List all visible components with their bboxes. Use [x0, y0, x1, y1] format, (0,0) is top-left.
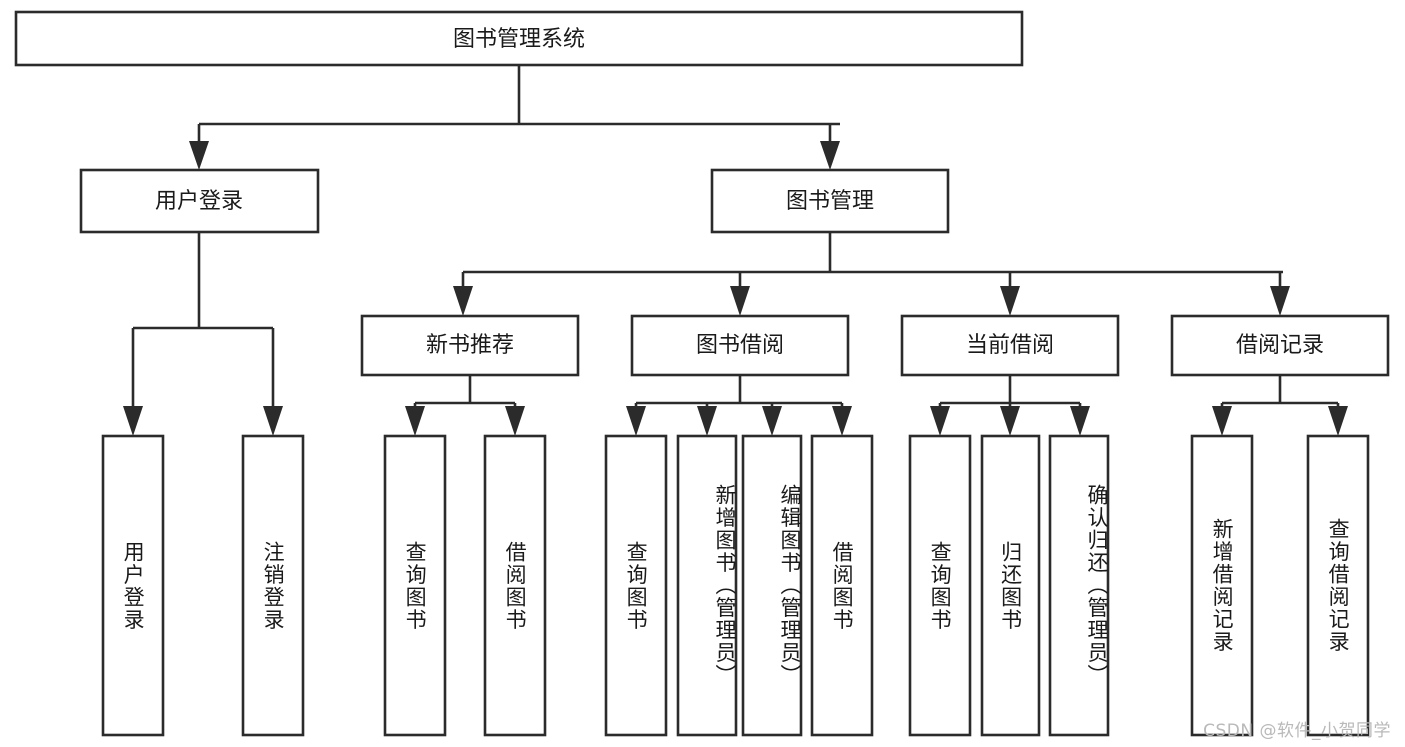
- leaf-box-cb-2[interactable]: [980, 434, 1041, 737]
- arrow-head-bb-leaf-4: [832, 406, 852, 436]
- leaf-box-nbr-2[interactable]: [483, 434, 547, 737]
- arrow-head-user-login: [189, 141, 209, 170]
- connectors-root-to-level2: [189, 65, 840, 170]
- arrow-head-current-borrow: [1000, 286, 1020, 316]
- leaf-boxes-new-book-recommend: [383, 434, 547, 737]
- leaf-box-br-2[interactable]: [1306, 434, 1370, 737]
- node-book-manage[interactable]: 图书管理: [710, 168, 950, 234]
- node-book-manage-label: 图书管理: [786, 189, 874, 214]
- leaf-boxes-book-borrow: [604, 434, 874, 737]
- arrow-head-bb-leaf-3: [762, 406, 782, 436]
- arrow-head-borrow-record: [1270, 286, 1290, 316]
- arrow-head-nbr-leaf-1: [405, 406, 425, 436]
- arrow-head-leaf-user-login: [123, 406, 143, 436]
- node-current-borrow[interactable]: 当前借阅: [900, 314, 1120, 377]
- node-book-borrow-box[interactable]: [630, 314, 850, 377]
- leaf-box-br-1[interactable]: [1190, 434, 1254, 737]
- arrow-head-nbr-leaf-2: [505, 406, 525, 436]
- leaf-box-bb-4[interactable]: [810, 434, 874, 737]
- leaf-box-nbr-1[interactable]: [383, 434, 447, 737]
- arrow-head-br-leaf-2: [1328, 406, 1348, 436]
- node-user-login[interactable]: 用户登录: [79, 168, 320, 234]
- arrow-head-book-manage: [820, 141, 840, 170]
- node-borrow-record-box[interactable]: [1170, 314, 1390, 377]
- leaf-box-bb-3[interactable]: [741, 434, 803, 737]
- arrow-head-br-leaf-1: [1212, 406, 1232, 436]
- node-book-manage-box[interactable]: [710, 168, 950, 234]
- connectors-borrow-record-to-leaves: [1212, 375, 1348, 436]
- leaf-box-user-login-2[interactable]: [241, 434, 305, 737]
- leaf-boxes-borrow-record: [1190, 434, 1370, 737]
- arrow-head-leaf-logout: [263, 406, 283, 436]
- node-new-book-recommend-box[interactable]: [360, 314, 580, 377]
- node-borrow-record[interactable]: 借阅记录: [1170, 314, 1390, 377]
- node-user-login-box[interactable]: [79, 168, 320, 234]
- leaf-box-cb-3[interactable]: [1048, 434, 1110, 737]
- connectors-user-login-to-leaves: [123, 232, 283, 436]
- node-new-book-recommend-label: 新书推荐: [426, 333, 514, 358]
- leaf-box-cb-1[interactable]: [908, 434, 972, 737]
- arrow-head-bb-leaf-1: [626, 406, 646, 436]
- node-book-borrow-label: 图书借阅: [696, 333, 784, 358]
- arrow-head-new-book-recommend: [453, 286, 473, 316]
- arrow-head-cb-leaf-1: [930, 406, 950, 436]
- arrow-head-bb-leaf-2: [697, 406, 717, 436]
- connectors-new-book-recommend-to-leaves: [405, 375, 525, 436]
- connectors-current-borrow-to-leaves: [930, 375, 1090, 436]
- arrow-head-cb-leaf-3: [1070, 406, 1090, 436]
- leaf-box-user-login-1[interactable]: [101, 434, 165, 737]
- watermark-text: CSDN @软件_小贺同学: [1203, 721, 1391, 741]
- node-user-login-label: 用户登录: [155, 189, 243, 214]
- node-current-borrow-box[interactable]: [900, 314, 1120, 377]
- leaf-boxes-current-borrow: [908, 434, 1110, 737]
- node-root[interactable]: 图书管理系统: [14, 10, 1024, 67]
- leaf-box-bb-2[interactable]: [676, 434, 738, 737]
- node-root-label: 图书管理系统: [453, 27, 585, 52]
- arrow-head-book-borrow: [730, 286, 750, 316]
- leaf-boxes-user-login: [101, 434, 305, 737]
- node-new-book-recommend[interactable]: 新书推荐: [360, 314, 580, 377]
- node-root-box[interactable]: [14, 10, 1024, 67]
- node-current-borrow-label: 当前借阅: [966, 333, 1054, 358]
- node-borrow-record-label: 借阅记录: [1236, 333, 1324, 358]
- node-book-borrow[interactable]: 图书借阅: [630, 314, 850, 377]
- connectors-book-manage-to-level3: [453, 232, 1290, 316]
- connectors-book-borrow-to-leaves: [626, 375, 852, 436]
- arrow-head-cb-leaf-2: [1000, 406, 1020, 436]
- leaf-box-bb-1[interactable]: [604, 434, 668, 737]
